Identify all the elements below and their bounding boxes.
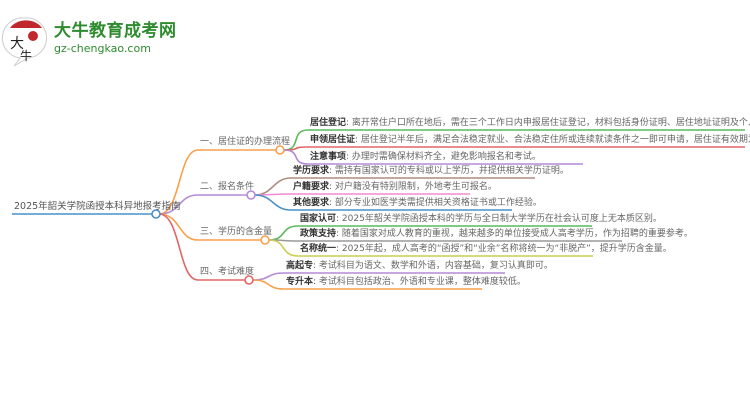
leaf-text: : 居住登记半年后，满足合法稳定就业、合法稳定住所或连续就读条件之一即可申请，居… — [355, 135, 750, 145]
branch-toggle-circle[interactable] — [246, 190, 256, 200]
leaf-title: 户籍要求 — [293, 182, 330, 192]
leaf-title: 国家认可 — [300, 214, 337, 224]
leaf-text: : 办理时需确保材料齐全，避免影响报名和考试。 — [346, 152, 541, 162]
branch-line — [158, 213, 261, 241]
leaf-title: 其他要求 — [293, 198, 330, 208]
branch-node[interactable]: 四、考试难度 — [200, 267, 255, 277]
svg-text:大: 大 — [10, 36, 24, 52]
leaf-title: 名称统一 — [300, 244, 337, 254]
leaf-node[interactable]: 居住登记: 离开常住户口所在地后，需在三个工作日内申报居住证登记，材料包括身份证… — [310, 117, 750, 130]
leaf-text: : 部分专业如医学类需提供相关资格证书或工作经验。 — [329, 198, 542, 208]
leaf-line — [283, 149, 583, 165]
branch-line — [158, 149, 276, 215]
leaf-node[interactable]: 申领居住证: 居住登记半年后，满足合法稳定就业、合法稳定住所或连续就读条件之一即… — [310, 134, 750, 147]
leaf-text: : 2025年韶关学院函授本科的学历与全日制大学学历在社会认可度上无本质区别。 — [336, 214, 662, 224]
logo-mark-icon: 大 牛 — [1, 17, 48, 67]
leaf-node[interactable]: 名称统一: 2025年起，成人高考的“函授”和“业余”名称将统一为“非脱产”，提… — [300, 243, 672, 256]
leaf-node[interactable]: 专升本: 考试科目包括政治、外语和专业课，整体难度较低。 — [286, 276, 526, 289]
branch-node[interactable]: 三、学历的含金量 — [200, 227, 273, 237]
leaf-line — [254, 193, 470, 196]
leaf-node[interactable]: 学历要求: 需持有国家认可的专科或以上学历，并提供相关学历证明。 — [293, 165, 569, 178]
leaf-text: : 需持有国家认可的专科或以上学历，并提供相关学历证明。 — [329, 166, 569, 176]
branch-toggle-circle[interactable] — [275, 145, 285, 155]
leaf-text: : 对户籍没有特别限制，外地考生可报名。 — [329, 182, 497, 192]
svg-text:牛: 牛 — [20, 48, 32, 63]
branch-node[interactable]: 一、居住证的办理流程 — [200, 137, 291, 147]
leaf-node[interactable]: 高起专: 考试科目为语文、数学和外语，内容基础，复习认真即可。 — [286, 260, 553, 273]
root-toggle-circle[interactable] — [151, 209, 161, 219]
leaf-text: : 考试科目包括政治、外语和专业课，整体难度较低。 — [313, 277, 526, 287]
leaf-title: 居住登记 — [310, 118, 347, 128]
leaf-node[interactable]: 户籍要求: 对户籍没有特别限制，外地考生可报名。 — [293, 181, 497, 194]
leaf-line — [268, 239, 593, 257]
leaf-title: 政策支持 — [300, 229, 337, 239]
leaf-text: : 考试科目为语文、数学和外语，内容基础，复习认真即可。 — [313, 261, 553, 271]
leaf-text: : 离开常住户口所在地后，需在三个工作日内申报居住证登记，材料包括身份证明、居住… — [346, 118, 750, 128]
branch-toggle-circle[interactable] — [260, 235, 270, 245]
leaf-title: 注意事项 — [310, 152, 347, 162]
leaf-title: 申领居住证 — [310, 135, 356, 145]
logo-name: 大牛教育成考网 — [54, 21, 177, 41]
leaf-node[interactable]: 政策支持: 随着国家对成人教育的重视，越来越多的单位接受成人高考学历，作为招聘的… — [300, 228, 693, 241]
leaf-text: : 2025年起，成人高考的“函授”和“业余”名称将统一为“非脱产”，提升学历含… — [336, 244, 672, 254]
logo-url: gz-chengkao.com — [54, 42, 151, 55]
branch-toggle-circle[interactable] — [244, 275, 254, 285]
leaf-line — [254, 194, 512, 211]
branch-line — [158, 213, 245, 281]
leaf-title: 专升本 — [286, 277, 314, 287]
leaf-node[interactable]: 其他要求: 部分专业如医学类需提供相关资格证书或工作经验。 — [293, 197, 542, 210]
leaf-node[interactable]: 国家认可: 2025年韶关学院函授本科的学历与全日制大学学历在社会认可度上无本质… — [300, 213, 662, 226]
leaf-text: : 随着国家对成人教育的重视，越来越多的单位接受成人高考学历，作为招聘的重要参考… — [336, 229, 693, 239]
leaf-title: 学历要求 — [293, 166, 330, 176]
leaf-line — [283, 146, 745, 151]
leaf-node[interactable]: 注意事项: 办理时需确保材料齐全，避免影响报名和考试。 — [310, 151, 541, 164]
branch-node[interactable]: 二、报名条件 — [200, 182, 255, 192]
leaf-title: 高起专 — [286, 261, 314, 271]
leaf-line — [252, 279, 482, 290]
root-node[interactable]: 2025年韶关学院函授本科异地报考指南 — [14, 201, 181, 212]
branch-line — [158, 194, 247, 215]
